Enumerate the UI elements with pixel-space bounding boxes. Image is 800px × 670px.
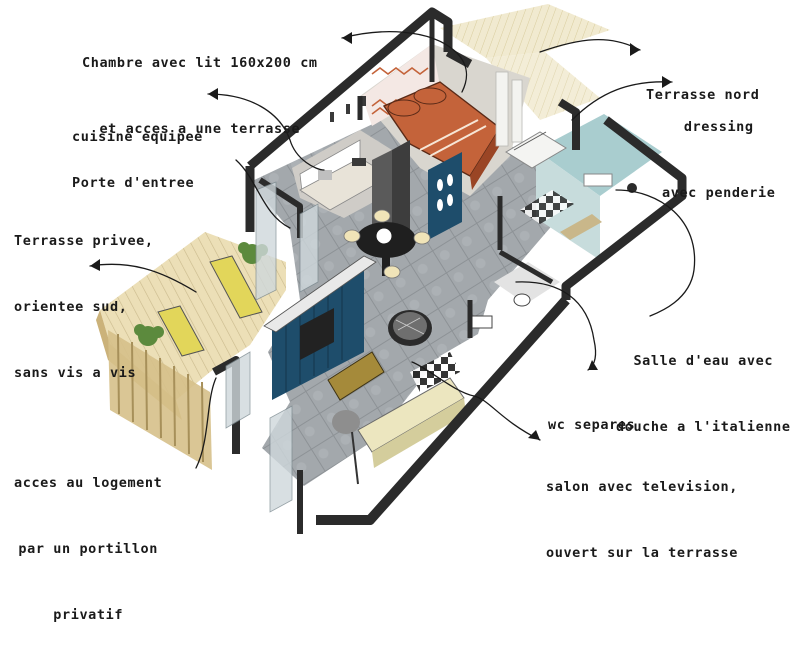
walls [212, 7, 687, 534]
label-chambre-line-2: et acces a une terrasse [99, 121, 301, 137]
arrow-heads [90, 32, 672, 440]
glass-panels [225, 181, 319, 513]
label-dressing: dressing avec penderie [662, 72, 775, 248]
label-chambre: Chambre avec lit 160x200 cm et acces a u… [82, 8, 318, 184]
leader-dressing [571, 81, 673, 121]
north-terrace [440, 4, 610, 120]
tv-wall [263, 255, 377, 400]
label-terrasse-privee-line-2: orientee sud, [14, 299, 128, 315]
leader-salle-eau [615, 189, 696, 317]
label-chambre-line-1: Chambre avec lit 160x200 cm [82, 55, 318, 71]
label-terrasse-privee-line-1: Terrasse privee, [14, 233, 154, 249]
label-salon-line-1: salon avec television, [546, 479, 739, 495]
leader-salon [411, 361, 541, 441]
label-porte: Porte d'entree [72, 128, 194, 238]
dressing [505, 131, 567, 169]
label-acces-line-3: privatif [53, 607, 124, 623]
label-terrasse-nord-line-1: Terrasse nord [646, 87, 760, 103]
dining-table [343, 209, 431, 279]
bedroom [360, 44, 530, 240]
label-salle-eau: Salle d'eau avec douche a l'italienne [616, 306, 791, 482]
label-salle-eau-line-2: douche a l'italienne [616, 419, 791, 435]
label-salon-line-2: ouvert sur la terrasse [546, 545, 739, 561]
label-salle-eau-line-1: Salle d'eau avec [633, 353, 774, 369]
floor-plan-diagram: Chambre avec lit 160x200 cm et acces a u… [14, 4, 791, 623]
label-cuisine-line-1: cuisine equipee [72, 129, 203, 145]
leader-acces [195, 377, 217, 469]
label-dressing-line-2: avec penderie [662, 185, 776, 201]
label-cuisine: cuisine equipee [72, 82, 203, 192]
label-wc-line-1: wc separes [548, 417, 636, 433]
label-terrasse-nord: Terrasse nord [646, 40, 759, 150]
label-terrasse-privee: Terrasse privee, orientee sud, sans vis … [14, 186, 154, 428]
wc [469, 262, 560, 329]
label-salon: salon avec television, ouvert sur la ter… [546, 432, 738, 608]
leader-chambre [341, 31, 468, 93]
label-wc: wc separes [548, 370, 635, 480]
leader-terrasse-privee [89, 263, 197, 293]
label-acces: acces au logement par un portillon priva… [14, 428, 162, 670]
apartment-illustration [89, 4, 696, 534]
label-acces-line-1: acces au logement [14, 475, 163, 491]
living-room [327, 310, 466, 485]
leader-cuisine [207, 93, 325, 171]
south-terrace-deck [96, 232, 286, 470]
label-terrasse-privee-line-3: sans vis a vis [14, 365, 137, 381]
leader-porte [235, 159, 291, 229]
label-porte-line-1: Porte d'entree [72, 175, 195, 191]
label-dressing-line-1: dressing [683, 119, 754, 135]
label-acces-line-2: par un portillon [18, 541, 159, 557]
